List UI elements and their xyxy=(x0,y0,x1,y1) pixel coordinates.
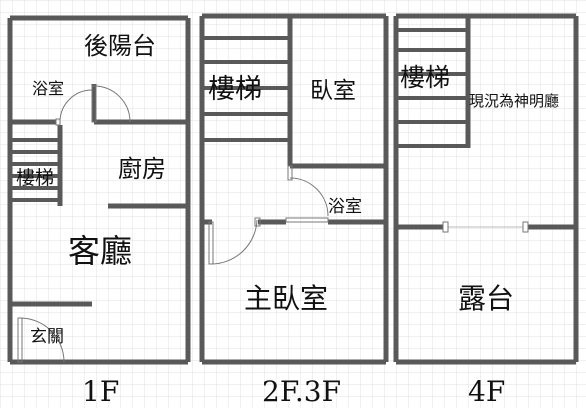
room-kitchen: 廚房 xyxy=(118,155,166,183)
room-1f-bathroom: 浴室 xyxy=(32,79,64,98)
floor-label-2f3f: 2F.3F xyxy=(262,375,341,408)
room-1f-stairs: 樓梯 xyxy=(16,167,54,189)
floor-2f3f-walls xyxy=(199,13,389,365)
room-2f3f-stairs: 樓梯 xyxy=(208,74,262,105)
floor-4f-plan: 樓梯 現況為神明廳 露台 xyxy=(393,13,579,365)
room-4f-stairs: 樓梯 xyxy=(400,63,450,92)
floor-4f-stairs xyxy=(398,28,466,148)
floor-1f-doors xyxy=(17,85,131,363)
floor-label-1f: 1F xyxy=(82,375,119,408)
floor-4f-openings xyxy=(442,221,529,233)
floor-2f3f-doors xyxy=(208,165,329,265)
room-terrace: 露台 xyxy=(458,282,514,315)
floor-1f-plan: 後陽台 浴室 廚房 樓梯 客廳 玄關 xyxy=(7,15,191,365)
floor-1f-walls xyxy=(7,15,191,365)
floor-2f3f-plan: 樓梯 臥室 浴室 主臥室 xyxy=(199,13,389,365)
floor-4f-walls xyxy=(393,13,579,365)
room-master-bedroom: 主臥室 xyxy=(244,282,328,315)
room-living-room: 客廳 xyxy=(68,232,132,270)
room-shrine-note: 現況為神明廳 xyxy=(469,92,559,110)
floor-2f3f-stairs xyxy=(204,36,288,142)
room-bedroom: 臥室 xyxy=(310,78,356,104)
room-back-balcony: 後陽台 xyxy=(84,32,156,60)
room-entrance: 玄關 xyxy=(30,327,64,347)
floor-label-4f: 4F xyxy=(468,375,505,408)
room-2f3f-bathroom: 浴室 xyxy=(328,197,362,217)
floor-1f-stairs xyxy=(12,138,58,202)
